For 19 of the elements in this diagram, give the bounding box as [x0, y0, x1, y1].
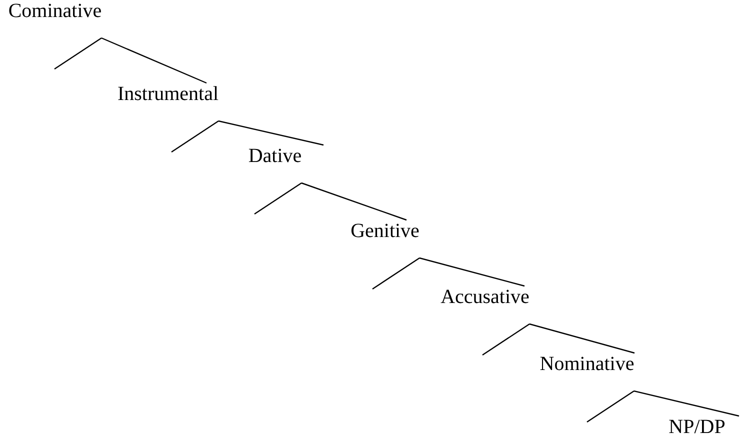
tree-branch: [529, 323, 635, 354]
case-label: Genitive: [350, 220, 420, 258]
tree-branch: [372, 258, 420, 290]
tree-branch: [482, 324, 530, 356]
case-label: Accusative: [440, 286, 530, 324]
case-label: Cominative: [8, 0, 102, 38]
tree-branch: [634, 390, 740, 417]
tree-branch: [101, 37, 207, 84]
case-label: Nominative: [540, 353, 634, 391]
tree-branch: [301, 182, 407, 221]
tree-branch: [171, 120, 219, 152]
tree-branch: [586, 390, 634, 422]
case-label: NP/DP: [668, 416, 726, 439]
tree-branch: [419, 257, 525, 287]
case-label: Dative: [248, 145, 302, 183]
case-label: Instrumental: [117, 83, 219, 121]
tree-branch: [218, 120, 324, 146]
tree-branch: [54, 38, 102, 70]
tree-branch: [254, 182, 302, 214]
